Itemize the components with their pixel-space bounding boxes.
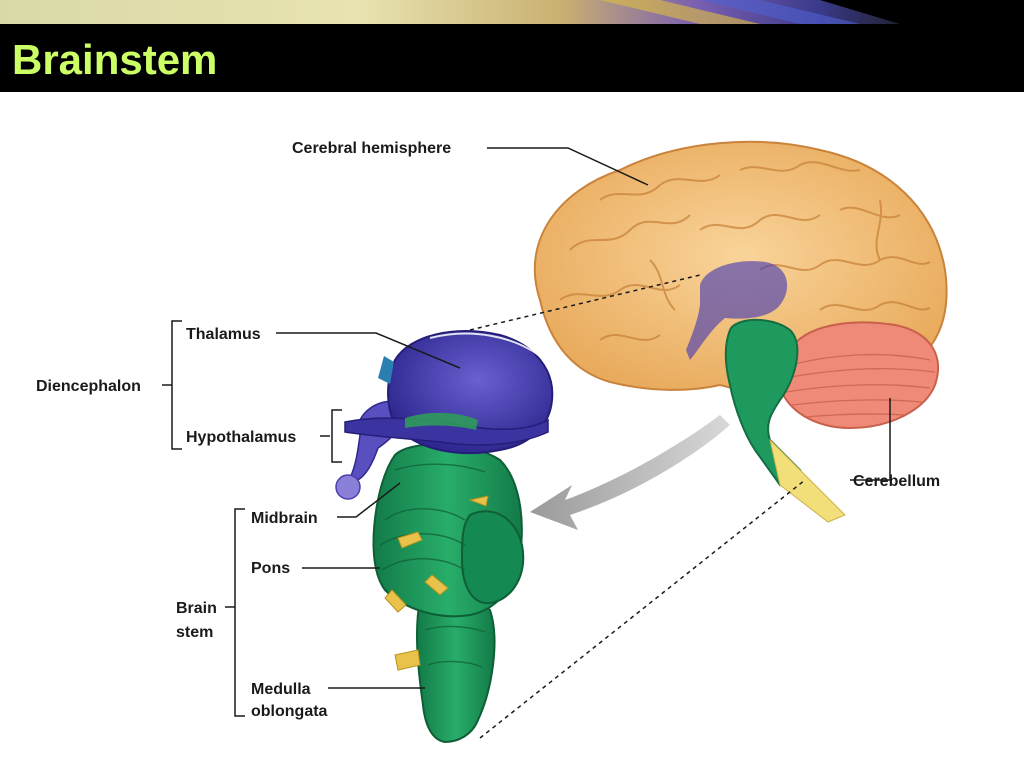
thalamus-shape xyxy=(344,330,554,455)
leader-lines xyxy=(162,147,891,717)
dashed-connector-bottom xyxy=(479,479,806,739)
label-brain: Brain xyxy=(176,600,217,617)
label-cerebral-hemisphere: Cerebral hemisphere xyxy=(292,140,451,157)
label-pons: Pons xyxy=(251,560,290,577)
decorative-texture xyxy=(0,0,1024,24)
cerebellum-shape xyxy=(778,321,940,430)
label-hypothalamus: Hypothalamus xyxy=(186,429,296,446)
brainstem-enlarged-shape xyxy=(372,443,525,744)
brainstem-small-shape xyxy=(724,318,846,523)
label-thalamus: Thalamus xyxy=(186,326,261,343)
label-medulla: Medulla xyxy=(251,681,311,698)
label-diencephalon: Diencephalon xyxy=(36,378,141,395)
direction-arrow xyxy=(530,415,730,530)
label-oblongata: oblongata xyxy=(251,703,328,720)
label-stem: stem xyxy=(176,624,213,641)
label-cerebellum: Cerebellum xyxy=(853,473,940,490)
title-bar: Brainstem xyxy=(0,24,1024,92)
label-midbrain: Midbrain xyxy=(251,510,318,527)
slide-title: Brainstem xyxy=(12,36,218,83)
decorative-top-strip xyxy=(0,0,1024,24)
thalamus-overlay-small xyxy=(686,261,788,360)
